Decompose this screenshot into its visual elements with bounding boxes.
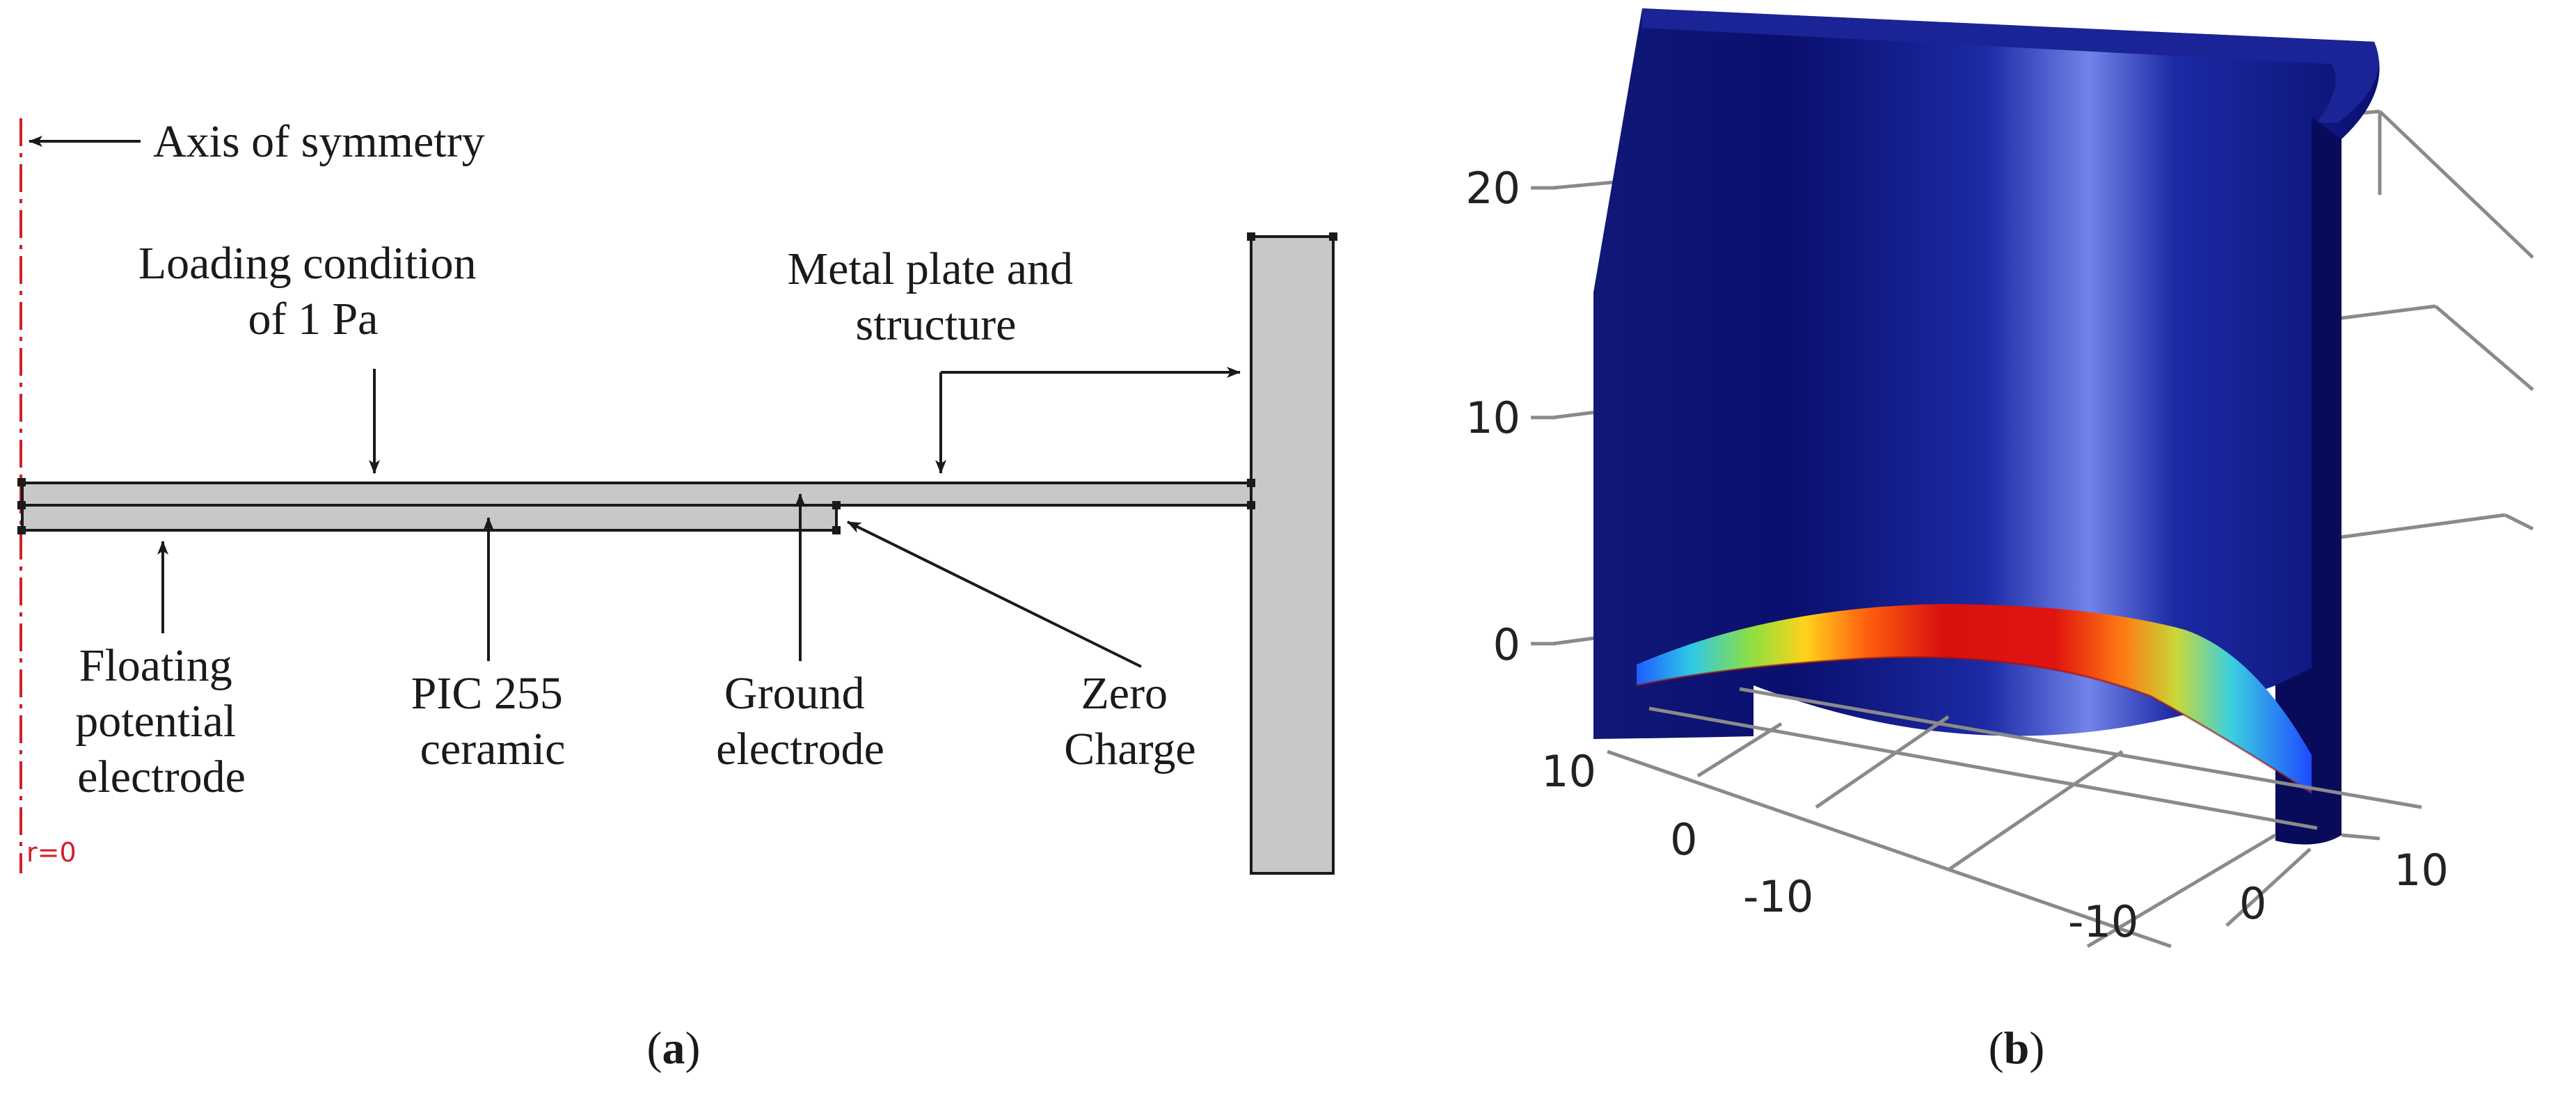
vertex-markers [17,232,1337,534]
pic255-ceramic-label: PIC 255 ceramic [411,668,575,775]
zero-charge-label: Zero Charge [1064,668,1195,775]
y-tick-neg10: -10 [2068,896,2138,947]
cylinder-top-rim [1642,8,2379,122]
zero-charge-arrow [847,521,1142,668]
ground-electrode-label: Ground electrode [716,668,884,775]
axis-of-symmetry-label: Axis of symmetry [153,116,485,167]
metal-structure-wall [1250,235,1335,875]
y-tick-0: 0 [2239,878,2266,929]
z-axis-ticks [1531,186,1556,646]
loading-condition-label: Loading condition of 1 Pa [138,238,488,344]
pic255-ceramic-layer [21,504,838,532]
z-tick-10: 10 [1465,392,1520,443]
y-tick-10: 10 [2394,845,2449,896]
grid-lines-floor [1607,687,2422,948]
panel-b-caption: (b) [1989,1023,2045,1074]
x-tick-10: 10 [1541,746,1596,797]
x-tick-0: 0 [1670,814,1697,865]
metal-plate [21,482,1253,507]
panel-a-diagram: r=0 Axis of symmetry Loading condition o… [17,116,1337,875]
x-tick-neg10: -10 [1743,871,1813,922]
panel-a-caption: (a) [647,1023,701,1074]
plate-inner-edge [1636,656,2312,795]
floating-potential-electrode-label: Floating potential electrode [75,640,247,802]
z-tick-0: 0 [1493,619,1520,670]
plate-displacement-heatmap [1637,604,2312,793]
cylinder-right-edge [2275,117,2342,845]
z-tick-20: 20 [1465,163,1520,214]
r-zero-label: r=0 [26,837,77,868]
metal-plate-structure-label: Metal plate and structure [787,244,1084,350]
panel-b-3d-plot: 20 10 0 10 0 -10 -10 0 10 [1465,8,2534,948]
